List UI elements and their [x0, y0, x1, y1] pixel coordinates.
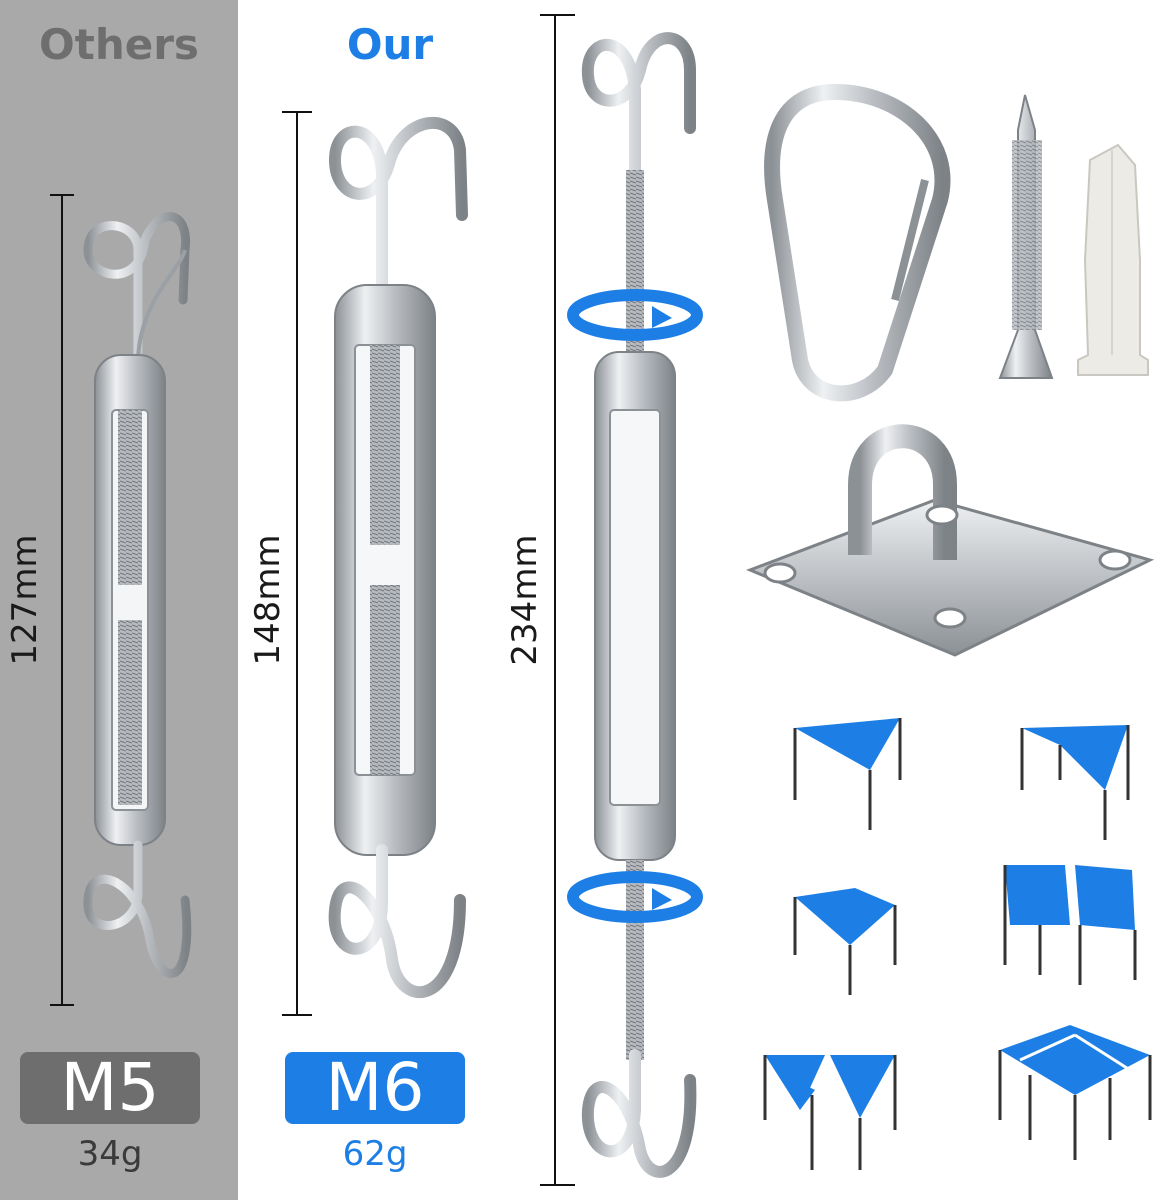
others-title: Others [39, 20, 199, 69]
size-badge-m5: M5 [20, 1052, 200, 1124]
weight-our: 62g [342, 1134, 408, 1174]
weight-others: 34g [77, 1134, 143, 1174]
dimension-label-extended: 234mm [505, 534, 545, 666]
dimension-label-our: 148mm [248, 534, 288, 666]
turnbuckle-extended-icon [540, 14, 703, 1186]
wall-anchor-icon [1077, 143, 1149, 376]
shade-sail-icon [793, 888, 897, 995]
dimension-label-others: 127mm [5, 534, 45, 666]
shade-sail-icon [1003, 865, 1137, 985]
our-title: Our [346, 20, 434, 69]
turnbuckle-m5-icon [50, 194, 192, 1006]
shade-sail-icon [998, 1025, 1152, 1160]
shade-sail-icon [763, 1055, 897, 1170]
turnbuckle-m6-icon [282, 111, 468, 1016]
rotate-arrow-icon [567, 289, 703, 341]
rotate-arrow-icon [567, 871, 703, 923]
shade-sail-icon [1020, 725, 1130, 840]
pad-eye-plate-icon [745, 424, 1155, 657]
carabiner-icon [764, 83, 951, 402]
screw-icon [998, 94, 1054, 379]
shade-sail-icon [793, 718, 902, 830]
size-badge-m6: M6 [285, 1052, 465, 1124]
